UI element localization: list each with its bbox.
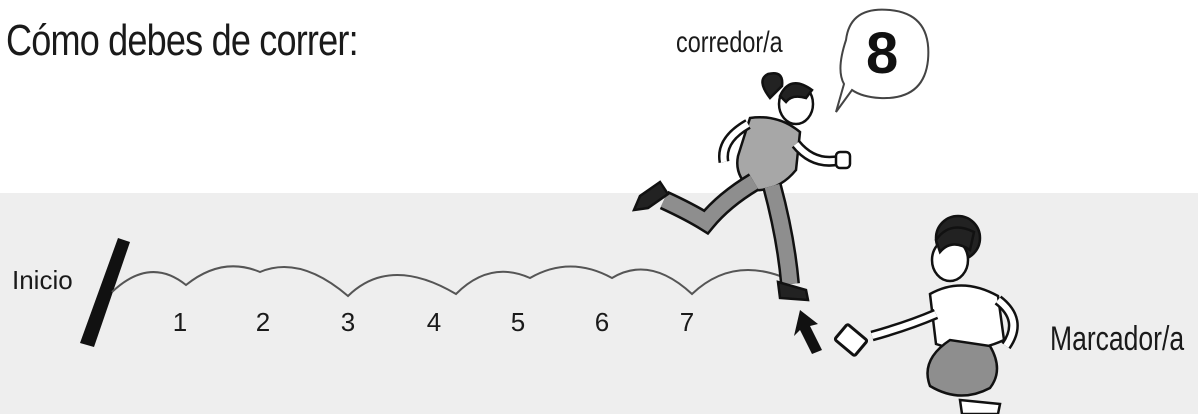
arrow-up-icon xyxy=(794,310,822,354)
step-number-5: 5 xyxy=(511,307,525,337)
speech-bubble-number: 8 xyxy=(866,20,898,87)
marker-figure-icon xyxy=(872,216,1013,414)
clipboard-icon xyxy=(835,324,868,356)
start-line-icon xyxy=(80,238,130,347)
step-number-2: 2 xyxy=(256,307,270,337)
step-number-7: 7 xyxy=(680,307,694,337)
step-number-3: 3 xyxy=(341,307,355,337)
step-number-1: 1 xyxy=(173,307,187,337)
step-number-6: 6 xyxy=(595,307,609,337)
hop-arcs xyxy=(112,266,780,296)
step-numbers: 1 2 3 4 5 6 7 xyxy=(173,307,694,337)
step-number-4: 4 xyxy=(427,307,441,337)
runner-figure-icon xyxy=(634,73,850,300)
